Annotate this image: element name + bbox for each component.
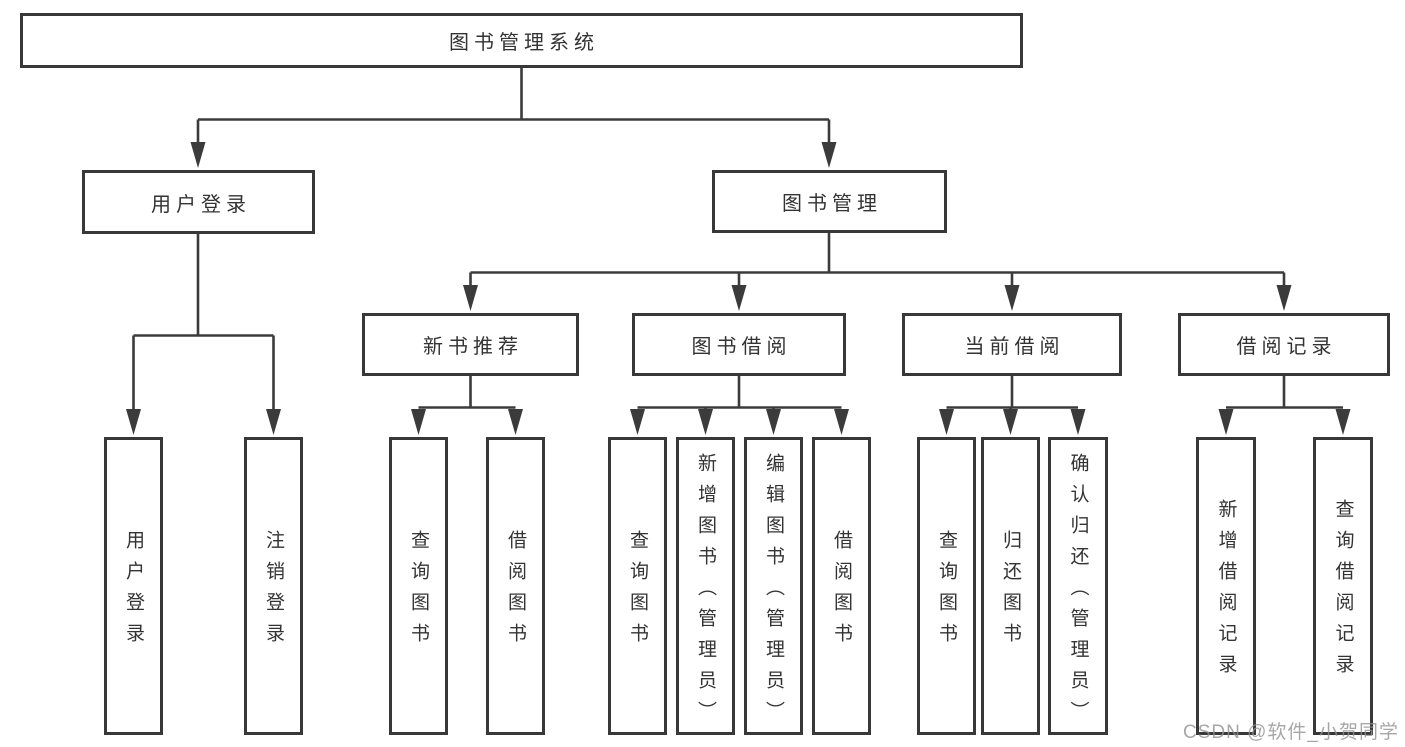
node-book-borrowing: 图书借阅 [632, 313, 846, 376]
arrowhead-icon [821, 142, 837, 168]
node-label: 借阅记录 [1236, 336, 1337, 358]
leaf-current-query-books: 查询图书 [917, 437, 976, 735]
node-label: 图书借阅 [691, 336, 792, 358]
node-label: 归还图书 [1000, 530, 1021, 654]
arrowhead-icon [1276, 285, 1292, 311]
leaf-records-add-record: 新增借阅记录 [1196, 437, 1256, 735]
node-label: 借阅图书 [831, 530, 852, 654]
node-label: 确认归还（管理员） [1067, 452, 1089, 732]
arrowhead-icon [630, 409, 645, 435]
arrowhead-icon [1003, 409, 1018, 435]
arrowhead-icon [126, 409, 141, 435]
node-user-login: 用户登录 [82, 170, 315, 234]
arrowhead-icon [190, 142, 206, 168]
node-label: 新增图书（管理员） [695, 452, 716, 732]
node-system-root: 图书管理系统 [20, 13, 1023, 68]
node-label: 图书管理系统 [449, 32, 599, 54]
arrowhead-icon [508, 409, 523, 435]
leaf-current-confirm-return-admin: 确认归还（管理员） [1048, 437, 1108, 735]
node-label: 借阅图书 [505, 530, 526, 654]
leaf-logout-login: 注销登录 [244, 437, 303, 735]
node-label: 新增借阅记录 [1215, 499, 1237, 685]
leaf-borrowing-edit-books-admin: 编辑图书（管理员） [744, 437, 803, 735]
csdn-watermark: CSDN @软件_小贺同学 [1183, 722, 1399, 743]
node-label: 新书推荐 [423, 336, 523, 358]
node-label: 查询图书 [936, 530, 957, 654]
node-label: 当前借阅 [964, 336, 1065, 358]
arrowhead-icon [1335, 409, 1351, 435]
arrowhead-icon [411, 409, 426, 435]
arrowhead-icon [834, 409, 849, 435]
arrowhead-icon [463, 285, 478, 311]
node-label: 注销登录 [263, 530, 284, 654]
arrowhead-icon [698, 409, 713, 435]
arrowhead-icon [731, 285, 747, 311]
arrowhead-icon [1070, 409, 1086, 435]
node-label: 查询图书 [627, 530, 648, 654]
arrowhead-icon [1004, 285, 1020, 311]
leaf-borrowing-borrow-books: 借阅图书 [812, 437, 871, 735]
arrowhead-icon [766, 409, 781, 435]
leaf-recommend-borrow-books: 借阅图书 [486, 437, 545, 735]
node-label: 查询借阅记录 [1332, 499, 1354, 685]
arrowhead-icon [1218, 409, 1234, 435]
leaf-records-query-record: 查询借阅记录 [1313, 437, 1373, 735]
node-book-management: 图书管理 [712, 170, 947, 233]
leaf-current-return-books: 归还图书 [981, 437, 1040, 735]
node-label: 查询图书 [408, 530, 429, 654]
node-borrowing-records: 借阅记录 [1178, 313, 1390, 376]
leaf-recommend-query-books: 查询图书 [389, 437, 448, 735]
node-new-book-recommend: 新书推荐 [362, 313, 579, 376]
leaf-borrowing-query-books: 查询图书 [608, 437, 667, 735]
node-current-borrowing: 当前借阅 [902, 313, 1122, 376]
arrowhead-icon [266, 409, 281, 435]
node-label: 用户登录 [123, 530, 144, 654]
leaf-borrowing-add-books-admin: 新增图书（管理员） [676, 437, 735, 735]
node-label: 图书管理 [782, 193, 882, 215]
node-label: 用户登录 [151, 193, 251, 216]
leaf-user-login: 用户登录 [104, 437, 163, 735]
node-label: 编辑图书（管理员） [763, 452, 784, 732]
arrowhead-icon [939, 409, 954, 435]
